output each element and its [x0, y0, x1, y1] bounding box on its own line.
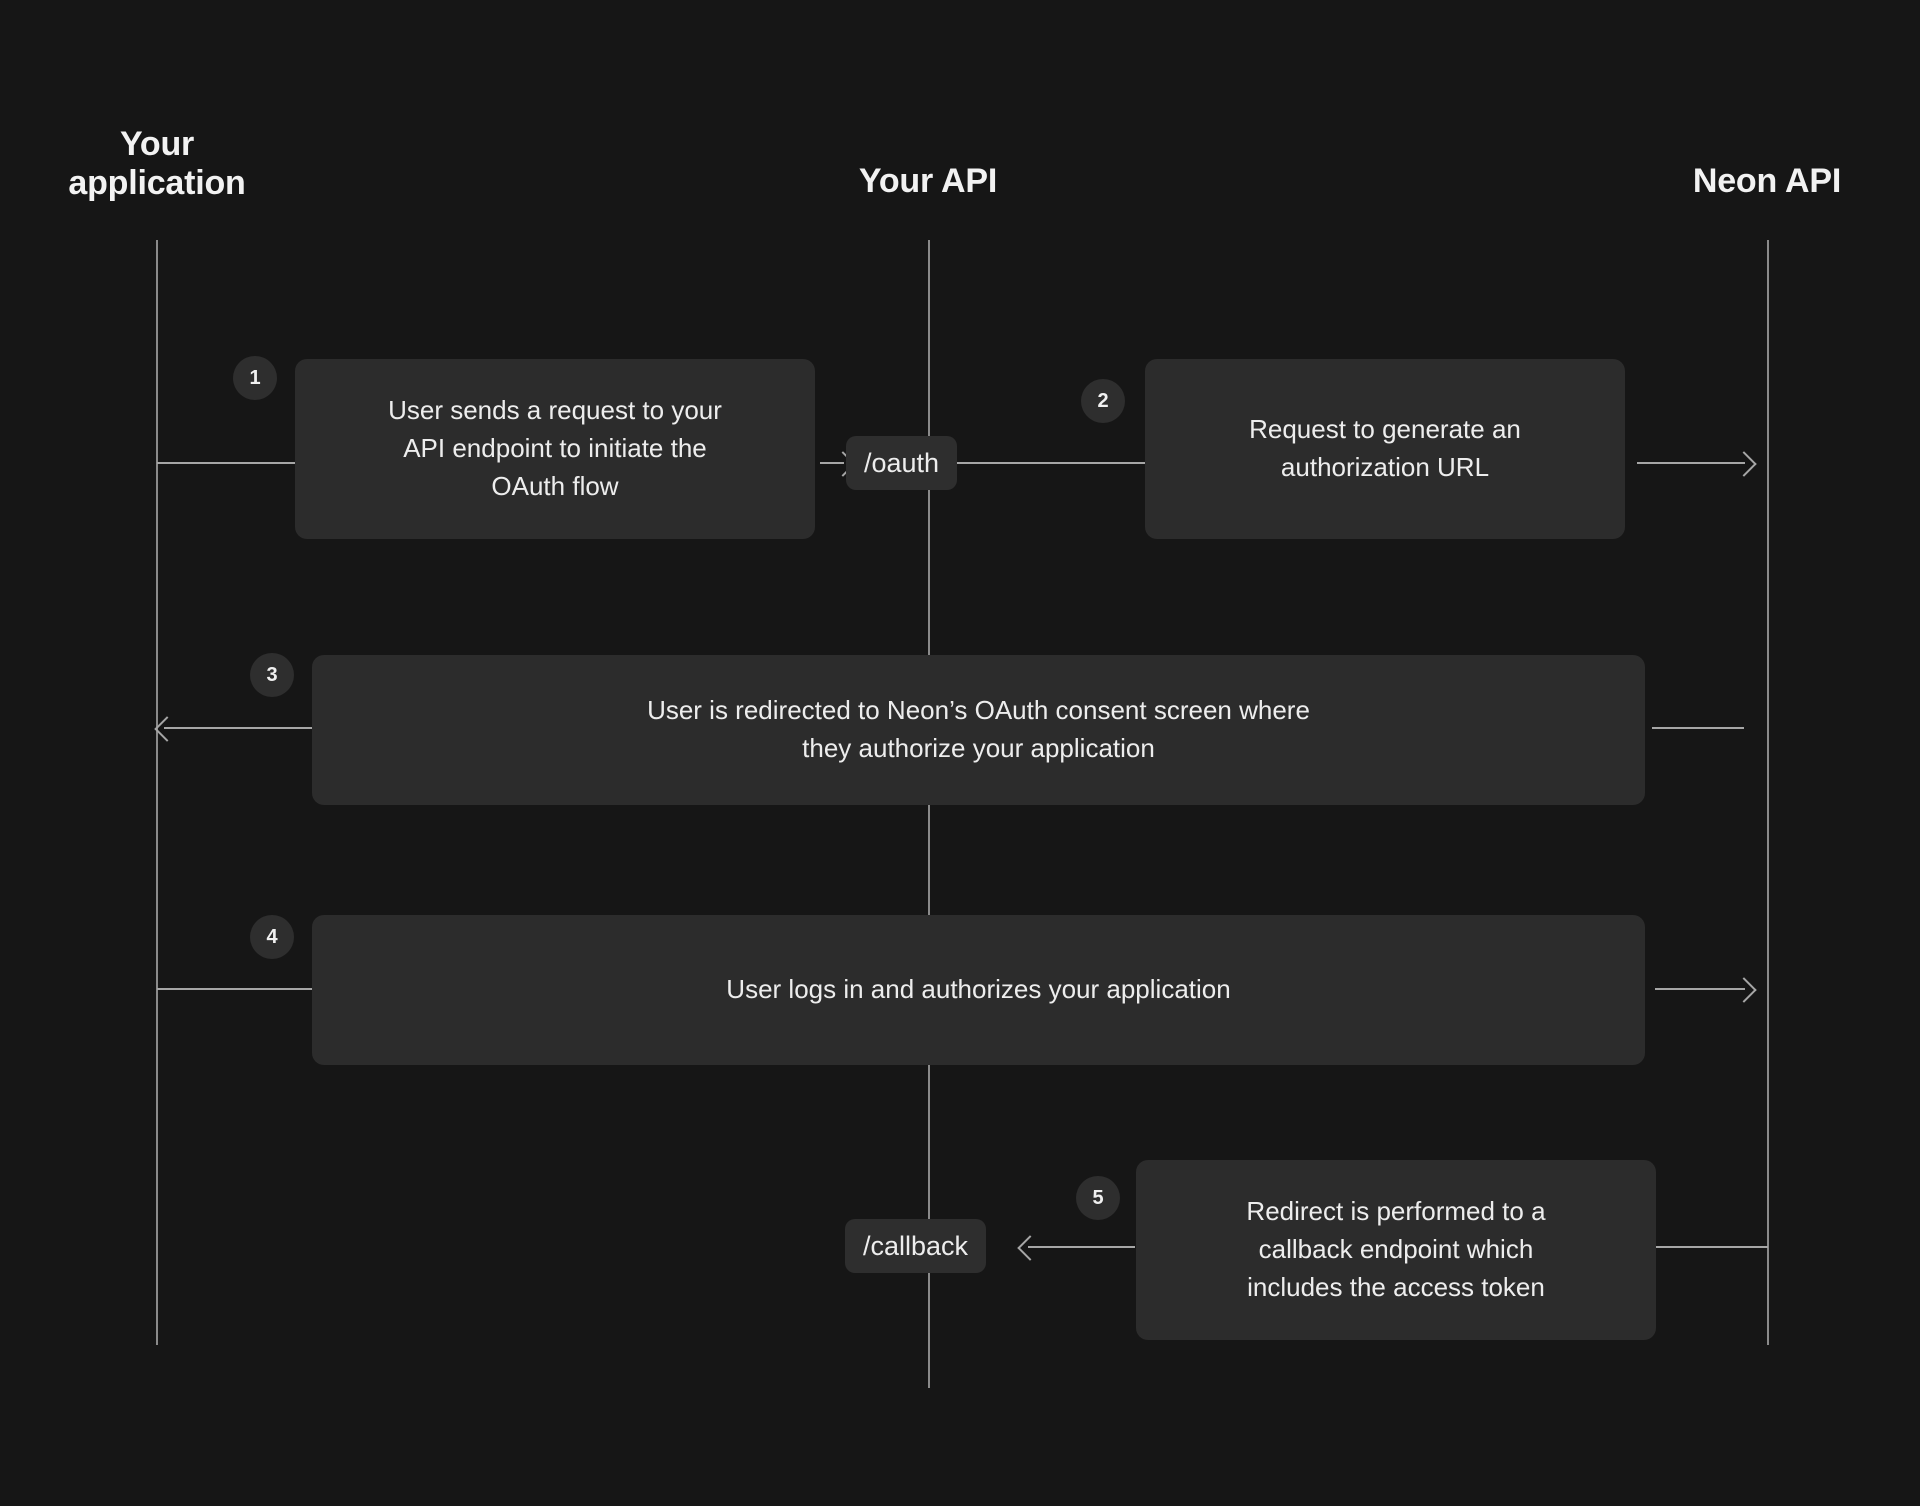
actor-header-your-api: Your API: [858, 162, 998, 200]
connector-step-5-left: [1028, 1246, 1135, 1248]
lifeline-your-application: [156, 240, 158, 1345]
message-text-step-3: User is redirected to Neon’s OAuth conse…: [647, 695, 1310, 763]
message-text-step-4: User logs in and authorizes your applica…: [726, 974, 1231, 1005]
connector-step-2-left: [933, 462, 1145, 464]
actor-header-neon-api: Neon API: [1692, 162, 1842, 200]
message-text-step-2: Request to generate an authorization URL: [1249, 414, 1521, 482]
message-box-step-1: User sends a request to your API endpoin…: [295, 359, 815, 539]
connector-step-4-right: [1655, 988, 1745, 990]
connector-step-1-right: [820, 462, 844, 464]
lifeline-your-api: [928, 240, 930, 1388]
message-box-step-2: Request to generate an authorization URL: [1145, 359, 1625, 539]
connector-step-1-left: [157, 462, 297, 464]
step-badge-5: 5: [1076, 1176, 1120, 1220]
actor-header-your-application: Your application: [68, 125, 246, 203]
connector-step-3-right: [1652, 727, 1744, 729]
connector-step-5-right: [1656, 1246, 1768, 1248]
arrowhead-step-5-left: [1017, 1235, 1043, 1261]
message-box-step-3: User is redirected to Neon’s OAuth conse…: [312, 655, 1645, 805]
arrowhead-step-4-right: [1731, 977, 1757, 1003]
endpoint-pill-oauth[interactable]: /oauth: [846, 436, 958, 490]
message-box-step-5: Redirect is performed to a callback endp…: [1136, 1160, 1656, 1340]
step-badge-3: 3: [250, 653, 294, 697]
arrowhead-step-3-left: [154, 716, 180, 742]
step-badge-2: 2: [1081, 379, 1125, 423]
endpoint-pill-callback[interactable]: /callback: [845, 1219, 987, 1273]
message-text-step-1: User sends a request to your API endpoin…: [388, 395, 722, 501]
message-box-step-4: User logs in and authorizes your applica…: [312, 915, 1645, 1065]
connector-step-4-left: [157, 988, 312, 990]
arrowhead-step-2-right: [1731, 451, 1757, 477]
lifeline-neon-api: [1767, 240, 1769, 1345]
step-badge-4: 4: [250, 915, 294, 959]
message-text-step-5: Redirect is performed to a callback endp…: [1246, 1196, 1546, 1302]
connector-step-3-left: [164, 727, 312, 729]
connector-step-2-right: [1637, 462, 1745, 464]
step-badge-1: 1: [233, 356, 277, 400]
